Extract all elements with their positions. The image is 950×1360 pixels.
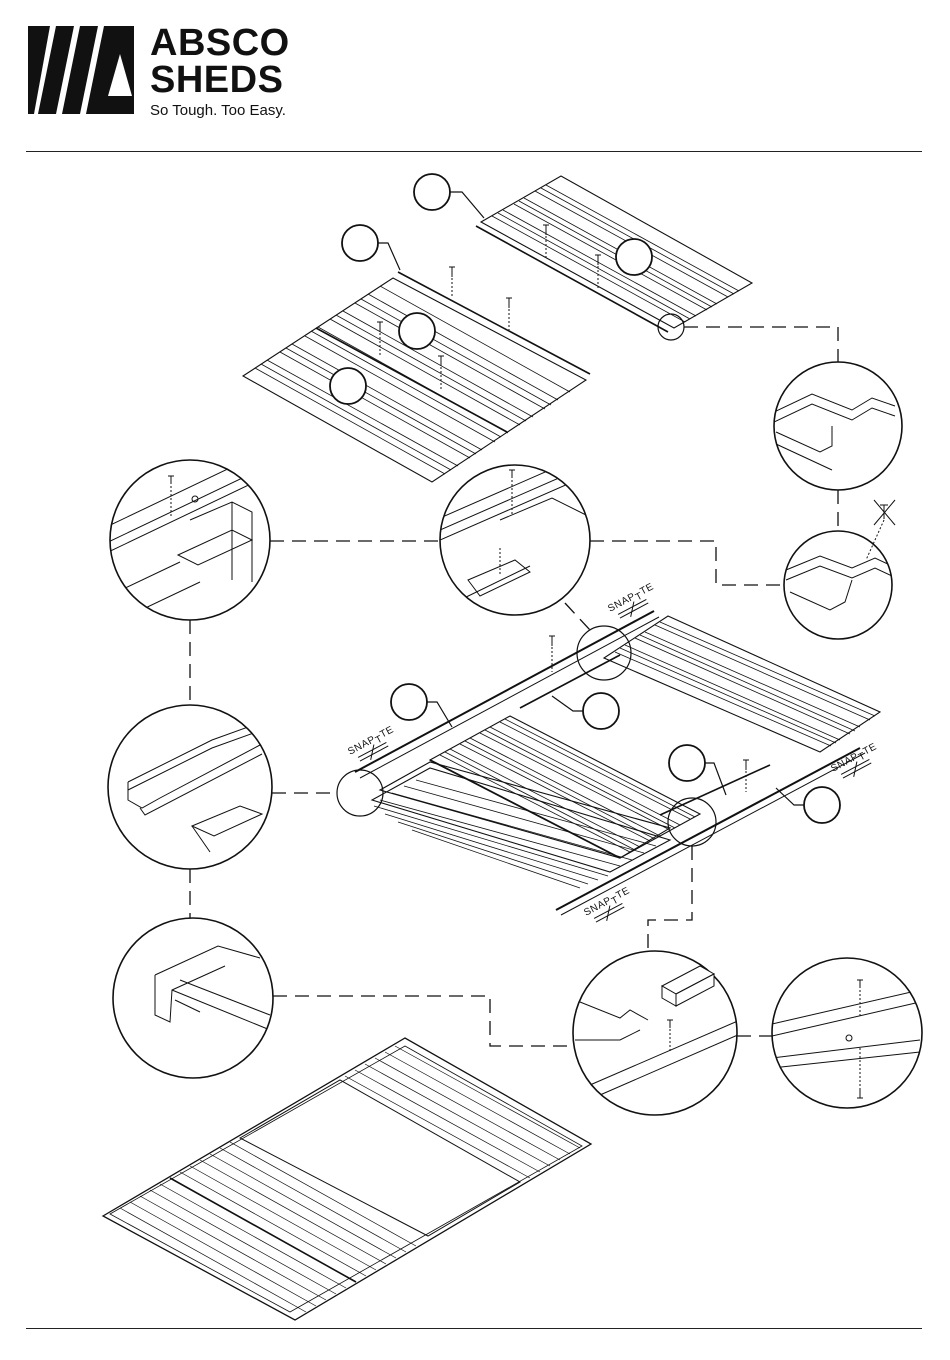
detail-circle-h	[772, 958, 922, 1108]
detail-marker	[658, 314, 684, 340]
detail-circle-f	[113, 918, 273, 1078]
detail-circle-g	[573, 951, 740, 1115]
detail-circle-b	[440, 448, 600, 615]
screw-icon	[549, 636, 749, 792]
detail-circle-a	[100, 444, 280, 620]
snap-tite-icon: SNAPTTE SNAPTTE SNAPTTE SNAPTTE	[346, 581, 884, 928]
completed-floor	[103, 1038, 591, 1320]
detail-circle-d	[784, 531, 892, 639]
detail-markers-frame	[337, 626, 716, 846]
detail-circle-c	[774, 362, 902, 490]
floor-panel-top-left	[243, 272, 590, 482]
footer-rule	[26, 1328, 922, 1329]
floor-frame-assembly	[355, 611, 880, 915]
detail-circle-e	[108, 705, 272, 869]
floor-panel-top-right	[476, 176, 752, 332]
screw-icon	[377, 225, 601, 390]
